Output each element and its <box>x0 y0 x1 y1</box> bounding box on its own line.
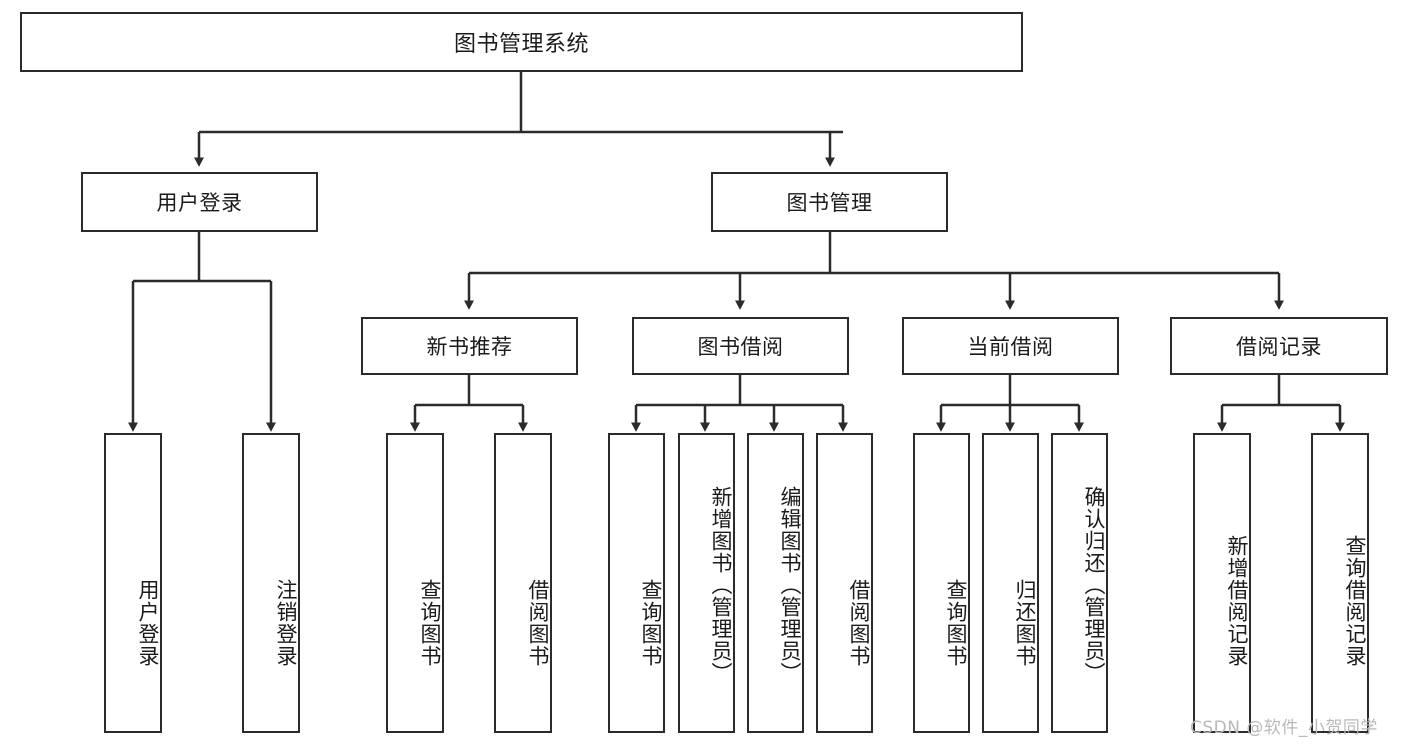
leaf-book-borrow-query-book[interactable]: 查询图书 <box>608 433 665 733</box>
node-label: 查询图书 <box>418 579 442 667</box>
node-label: 查询图书 <box>944 579 968 667</box>
node-borrow-record[interactable]: 借阅记录 <box>1170 317 1388 375</box>
node-label: 查询图书 <box>639 579 663 667</box>
leaf-user-login-logout[interactable]: 注销登录 <box>242 433 300 733</box>
leaf-new-book-query-book[interactable]: 查询图书 <box>386 433 444 733</box>
node-book-management[interactable]: 图书管理 <box>711 172 948 232</box>
node-label: 图书管理系统 <box>453 32 589 57</box>
node-label: 新增借阅记录 <box>1225 534 1249 667</box>
node-label: 归还图书 <box>1013 579 1037 667</box>
node-label: 图书借阅 <box>697 335 784 359</box>
leaf-user-login-login[interactable]: 用户登录 <box>104 433 162 733</box>
node-label: 编辑图书（管理员） <box>778 486 802 684</box>
node-label: 当前借阅 <box>967 335 1054 359</box>
leaf-current-borrow-query-book[interactable]: 查询图书 <box>913 433 970 733</box>
node-root-book-management-system[interactable]: 图书管理系统 <box>20 12 1023 72</box>
node-new-book-recommend[interactable]: 新书推荐 <box>361 317 578 375</box>
leaf-borrow-record-add-record[interactable]: 新增借阅记录 <box>1193 433 1251 733</box>
node-label: 确认归还（管理员） <box>1082 486 1106 684</box>
node-label: 借阅记录 <box>1236 335 1322 359</box>
node-book-borrow[interactable]: 图书借阅 <box>632 317 849 375</box>
node-label: 图书管理 <box>786 191 873 215</box>
leaf-borrow-record-query-record[interactable]: 查询借阅记录 <box>1311 433 1369 733</box>
node-label: 新书推荐 <box>426 335 513 359</box>
leaf-current-borrow-return-book[interactable]: 归还图书 <box>982 433 1039 733</box>
leaf-current-borrow-confirm-return-admin[interactable]: 确认归还（管理员） <box>1051 433 1108 733</box>
node-user-login[interactable]: 用户登录 <box>81 172 318 232</box>
node-current-borrow[interactable]: 当前借阅 <box>902 317 1119 375</box>
leaf-new-book-borrow-book[interactable]: 借阅图书 <box>494 433 552 733</box>
node-label: 用户登录 <box>136 579 160 667</box>
node-label: 借阅图书 <box>526 579 550 667</box>
node-label: 用户登录 <box>156 191 243 215</box>
leaf-book-borrow-add-book-admin[interactable]: 新增图书（管理员） <box>678 433 735 733</box>
leaf-book-borrow-edit-book-admin[interactable]: 编辑图书（管理员） <box>747 433 804 733</box>
watermark-text: CSDN @软件_小贺同学 <box>1190 718 1378 738</box>
node-label: 查询借阅记录 <box>1343 534 1367 667</box>
node-label: 新增图书（管理员） <box>709 486 733 684</box>
leaf-book-borrow-borrow-book[interactable]: 借阅图书 <box>816 433 873 733</box>
node-label: 借阅图书 <box>847 579 871 667</box>
node-label: 注销登录 <box>274 579 298 667</box>
